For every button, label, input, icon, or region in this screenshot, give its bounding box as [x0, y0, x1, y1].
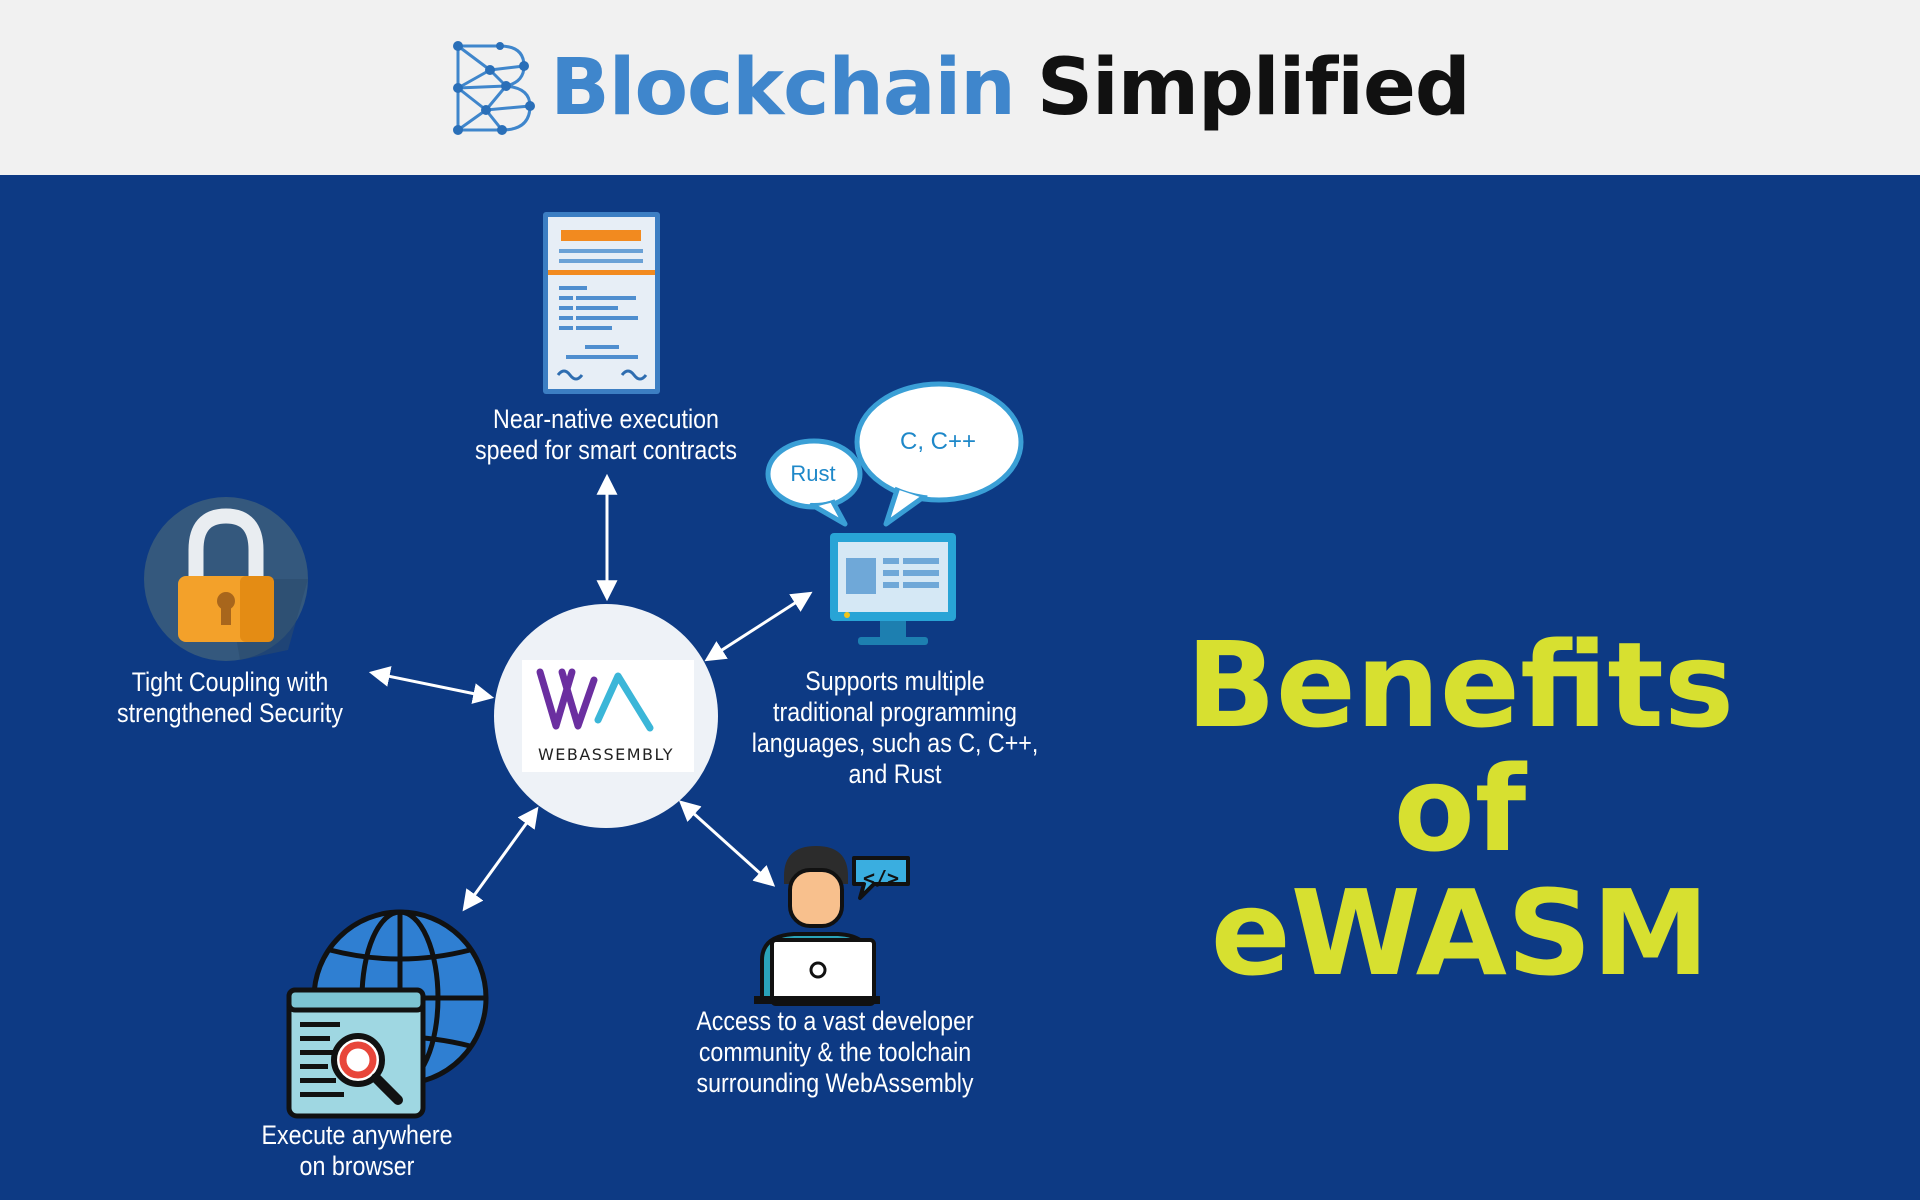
webassembly-logo-icon [536, 668, 654, 732]
page-title: Benefits of eWASM [1130, 623, 1790, 995]
languages-line-3: languages, such as C, C++, [751, 728, 1039, 758]
speed-line-2: speed for smart contracts [475, 435, 737, 465]
browser-line-1: Execute anywhere [261, 1120, 453, 1150]
code-tag-label: </> [863, 866, 899, 890]
developer-icon: </> [754, 846, 910, 1006]
languages-line-2: traditional programming [773, 697, 1017, 727]
community-line-3: surrounding WebAssembly [696, 1068, 974, 1098]
benefit-label-community: Access to a vast developer community & t… [663, 1006, 1007, 1099]
document-icon [543, 212, 660, 394]
title-line-2: eWASM [1210, 864, 1710, 1002]
arrow-languages [704, 591, 813, 662]
benefit-label-security: Tight Coupling with strengthened Securit… [58, 667, 402, 729]
blockchain-b-icon [453, 40, 536, 135]
benefit-label-browser: Execute anywhere on browser [185, 1120, 529, 1182]
arrow-community [678, 800, 776, 887]
brand-word-blockchain: Blockchain [550, 42, 1016, 133]
connector-arrows [368, 473, 813, 912]
monitor-icon [830, 533, 956, 645]
security-line-1: Tight Coupling with [131, 667, 329, 697]
title-line-1: Benefits of [1185, 616, 1735, 878]
languages-line-4: and Rust [848, 759, 942, 789]
bubble-large-label: C, C++ [900, 428, 976, 455]
speech-bubble-large-icon: C, C++ [854, 381, 1024, 527]
browser-line-2: on browser [299, 1151, 415, 1181]
brand-word-simplified: Simplified [1036, 42, 1471, 133]
webassembly-hub: WEBASSEMBLY [494, 604, 718, 828]
community-line-2: community & the toolchain [698, 1037, 972, 1067]
arrow-security [368, 666, 495, 704]
speech-bubble-small-icon: Rust [765, 438, 863, 527]
speed-line-1: Near-native execution [493, 404, 719, 434]
diagram-area: WEBASSEMBLY [0, 175, 1920, 1200]
languages-line-1: Supports multiple [805, 666, 985, 696]
arrow-browser [462, 806, 539, 912]
globe-browser-icon [286, 909, 489, 1119]
benefit-label-speed: Near-native execution speed for smart co… [434, 404, 778, 466]
webassembly-logo-text: WEBASSEMBLY [538, 745, 674, 764]
diagram-graphics: WEBASSEMBLY [144, 212, 1024, 1119]
bubble-small-label: Rust [790, 461, 835, 486]
benefit-label-languages: Supports multiple traditional programmin… [723, 666, 1067, 790]
security-line-2: strengthened Security [117, 698, 343, 728]
community-line-1: Access to a vast developer [696, 1006, 974, 1036]
lock-icon [144, 497, 308, 661]
